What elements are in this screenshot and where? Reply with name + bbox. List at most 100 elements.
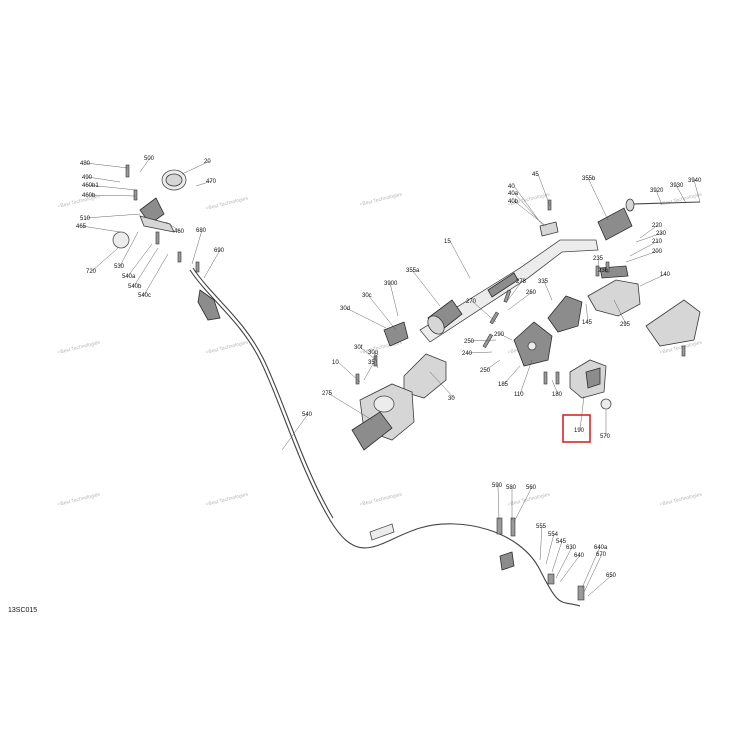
part-label: 40a — [508, 191, 519, 197]
leader-line — [389, 282, 399, 317]
leader-line — [91, 247, 119, 272]
leader-line — [579, 395, 585, 431]
part-label: 3920 — [650, 188, 664, 194]
leader-line — [471, 300, 497, 323]
leader-line — [327, 392, 373, 421]
switch-assembly — [513, 295, 583, 367]
part-label: 30g — [368, 350, 378, 356]
leader-line — [507, 280, 523, 301]
leader-line — [87, 184, 137, 191]
leader-line — [587, 574, 613, 597]
leader-line — [583, 553, 603, 593]
part-label: 490 — [82, 175, 93, 181]
leader-line — [85, 213, 141, 219]
part-label: 260 — [526, 290, 537, 296]
part-label: 500 — [144, 156, 155, 162]
gauge-assembly — [112, 164, 187, 249]
leader-line — [551, 379, 559, 395]
part-label: 465 — [76, 224, 87, 230]
part-label: 560 — [526, 485, 537, 491]
leader-line — [499, 333, 513, 341]
leader-line — [639, 224, 659, 239]
leader-line — [639, 273, 667, 287]
part-190-knob — [600, 398, 612, 410]
part-label: 630 — [566, 545, 577, 551]
leader-line — [629, 240, 659, 257]
leader-line — [429, 371, 455, 399]
leader-line — [467, 351, 493, 354]
leader-line — [655, 189, 663, 206]
part-label: 460b — [82, 193, 96, 199]
part-label: 240 — [462, 351, 473, 357]
watermark-text: +Best Technologies — [507, 491, 551, 507]
part-label: 480 — [80, 161, 91, 167]
leader-line — [635, 232, 663, 243]
leader-line — [581, 546, 601, 589]
part-label: 30c — [362, 293, 372, 299]
part-label: 30f — [354, 345, 363, 351]
leader-line — [181, 160, 211, 175]
reference-code: 13SC015 — [8, 607, 37, 614]
highlight-box — [562, 414, 591, 443]
part-label: 530 — [114, 264, 125, 270]
part-label: 145 — [582, 320, 593, 326]
part-label: 140 — [660, 272, 671, 278]
handlebar — [419, 221, 599, 343]
part-label: 295 — [620, 322, 631, 328]
leader-line — [87, 176, 121, 183]
part-label: 236 — [598, 268, 609, 274]
part-label: 670 — [596, 552, 607, 558]
leader-line — [519, 359, 533, 395]
part-label: 278 — [516, 279, 527, 285]
part-label: 275 — [322, 391, 333, 397]
leader-line — [555, 546, 573, 579]
leader-line — [603, 269, 607, 273]
part-label: 640a — [594, 545, 608, 551]
leader-line — [449, 240, 471, 279]
leader-line — [139, 157, 151, 173]
watermark-text: +Best Technologies — [205, 195, 249, 211]
part-label: 355b — [582, 176, 596, 182]
part-label: 35 — [368, 360, 375, 366]
leader-line — [337, 361, 361, 383]
watermark-text: +Best Technologies — [359, 491, 403, 507]
leader-line — [195, 180, 213, 187]
leader-line — [513, 185, 541, 223]
part-label: 250 — [480, 368, 491, 374]
part-label: 540c — [138, 293, 151, 299]
watermark-text: +Best Technologies — [659, 491, 703, 507]
part-label: 230 — [656, 231, 667, 237]
leader-line — [587, 177, 609, 221]
leader-line — [191, 229, 203, 265]
leader-line — [625, 250, 659, 263]
part-label: 30 — [448, 396, 455, 402]
leader-line — [203, 249, 221, 279]
leader-line — [503, 365, 521, 385]
leader-line — [675, 184, 687, 204]
part-label: 3900 — [384, 281, 398, 287]
leader-line — [585, 303, 589, 323]
leader-line — [373, 351, 379, 369]
part-label: 540 — [302, 412, 313, 418]
leader-line — [367, 294, 397, 331]
watermark-text: +Best Technologies — [57, 491, 101, 507]
leader-line — [613, 299, 627, 325]
leader-line — [345, 307, 387, 329]
leader-line — [513, 486, 533, 523]
leader-line — [81, 225, 121, 233]
part-label: 30d — [340, 306, 350, 312]
left-grip — [427, 299, 463, 335]
part-label: 555 — [536, 524, 547, 530]
leader-line — [545, 533, 555, 565]
leader-line — [119, 231, 139, 267]
part-label: 110 — [514, 392, 524, 398]
part-label: 220 — [652, 223, 663, 229]
part-label: 680 — [196, 228, 207, 234]
leader-line — [597, 257, 600, 267]
leader-lines — [81, 157, 701, 597]
watermark-text: +Best Technologies — [359, 191, 403, 207]
leader-line — [87, 194, 137, 197]
part-label: 40b — [508, 199, 519, 205]
